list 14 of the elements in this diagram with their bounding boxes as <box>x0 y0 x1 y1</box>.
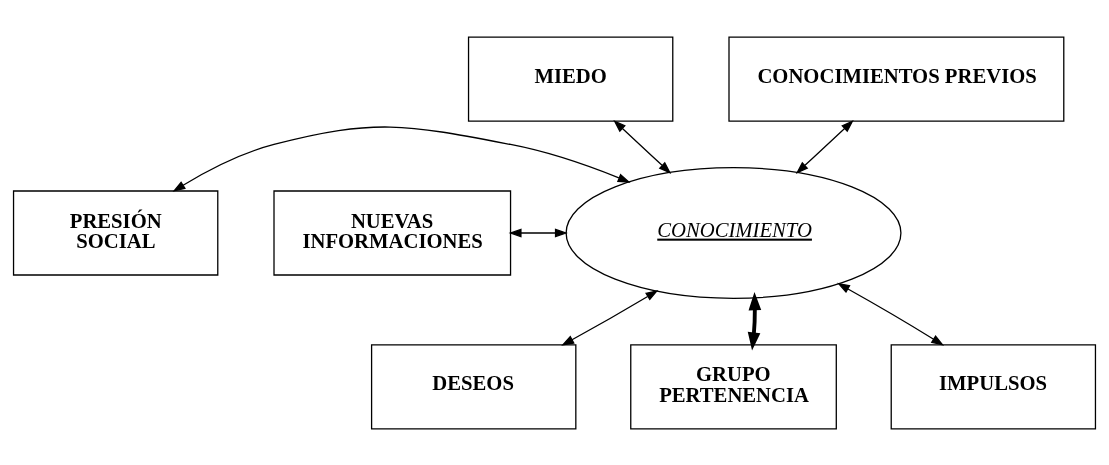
node-box: GRUPO PERTENENCIA <box>630 343 837 429</box>
arrow <box>172 125 631 192</box>
arrow <box>508 227 568 238</box>
node-box: IMPULSOS <box>890 343 1097 429</box>
node-box: DESEOS <box>370 343 577 429</box>
node-box: CONOCIMIENTOS PREVIOS <box>728 36 1065 122</box>
arrow <box>747 291 762 351</box>
arrow <box>795 119 854 174</box>
arrow <box>561 289 659 346</box>
node-box: NUEVAS INFORMACIONES <box>273 189 512 276</box>
node-box: MIEDO <box>467 36 674 122</box>
node-box: PRESIÓN SOCIAL <box>12 189 219 276</box>
arrow <box>837 282 945 346</box>
arrow <box>613 119 672 174</box>
